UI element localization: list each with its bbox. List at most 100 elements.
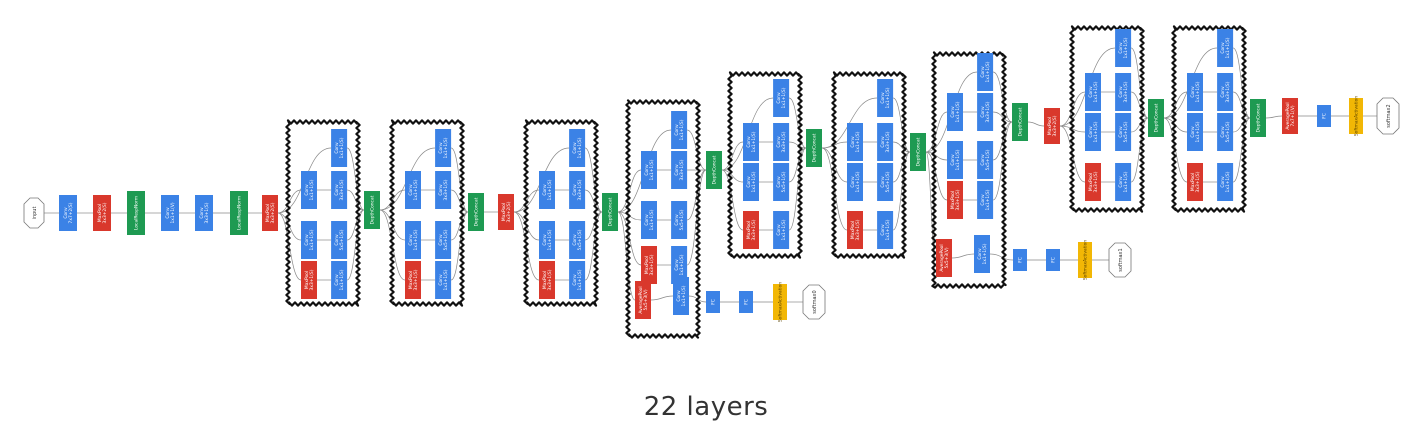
node-label: DepthConcat [1018,107,1024,136]
pool-node: MaxPool3x3+1(S) [1085,163,1101,201]
googlenet-diagram: input Conv7x7+2(S) MaxPool3x3+2(S) LocalRes… [23,25,1400,339]
conv-node: FC [1317,105,1331,127]
conv-node: Conv1x1+1(S) [301,171,317,209]
node-label: input [32,207,38,220]
io-node: input [23,197,45,229]
node-label: DepthConcat [812,133,818,162]
node-label: FC [711,299,717,305]
pool-node: MaxPool3x3+2(S) [498,194,514,230]
edge-line [788,147,807,231]
conv-node: Conv1x1+1(S) [405,221,421,259]
edge-line [1232,117,1251,183]
node-label: LocalRespNorm [134,196,140,230]
conv-node: Conv1x1+1(S) [539,171,555,209]
conv-node: Conv1x1+1(S) [743,163,759,201]
node-label: Conv1x1+1(S) [1088,81,1099,102]
node-label: LocalRespNorm [237,196,243,230]
node-label: Conv3x3+1(S) [776,131,787,152]
node-label: Conv3x3+1(S) [980,101,991,122]
node-label: Conv3x3+1(S) [199,202,210,223]
node-label: Conv1x1+1(S) [674,254,685,275]
inception-module-frame [931,51,1007,289]
node-label: Conv1x1+1(S) [674,119,685,140]
edge-line [821,141,848,149]
concat-node: LocalRespNorm [230,191,248,235]
pool-node: MaxPool3x3+1(S) [847,211,863,249]
node-label: Conv1x1+1(S) [304,229,315,250]
conv-node: Conv1x1+1(S) [773,79,790,117]
node-label: Conv1x1+1(S) [408,179,419,200]
caption-layer-count: 22 layers [643,392,769,422]
conv-node: FC [1013,249,1027,271]
node-label: softmax0 [812,290,818,313]
inception-module-frame [625,99,701,339]
node-label: Conv1x1+1(S) [1220,37,1231,58]
conv-node: Conv1x1+1(S) [569,261,586,299]
edge-line [925,151,948,161]
node-label: Conv1x1+1(S) [334,269,345,290]
node-label: Conv1x1+1(S) [1118,171,1129,192]
pool-node: AveragePool5x5+3(V) [635,281,651,319]
conv-node: Conv1x1+1(S) [641,201,657,239]
pool-node: MaxPool3x3+2(S) [1044,108,1060,144]
conv-node: Conv3x3+1(S) [1115,73,1132,111]
pool-node: MaxPool3x3+1(S) [405,261,421,299]
conv-node: Conv1x1+1(S) [947,93,963,131]
conv-node: Conv1x1+1(S) [641,151,657,189]
pool-node: MaxPool3x3+2(S) [262,195,278,231]
inception-module-frame [285,119,361,307]
node-label: Conv3x3+1(S) [880,131,891,152]
node-label: Conv1x1+1(S) [1220,171,1231,192]
node-label: Conv5x5+1(S) [334,229,345,250]
node-label: Conv1x1+1(S) [746,171,757,192]
io-node: softmax1 [1108,242,1132,278]
conv-node: Conv1x1+1(S) [1115,29,1132,67]
node-label: Conv1x1+1(S) [542,229,553,250]
conv-node: Conv1x1+1(S) [569,129,586,167]
node-label: Conv1x1+1(S) [572,269,583,290]
node-label: MaxPool3x3+2(S) [97,202,108,223]
node-label: Conv1x1+1(S) [644,159,655,180]
conv-node: Conv1x1+1(S) [331,261,348,299]
conv-node: Conv7x7+2(S) [59,195,77,231]
edge-line [346,147,365,211]
edge-line [686,169,707,221]
node-label: AveragePool5x5+3(V) [939,244,950,271]
node-label: Conv3x3+1(S) [1118,81,1129,102]
conv-node: Conv1x1+1(V) [161,195,179,231]
conv-node: Conv1x1+1(S) [1085,113,1101,151]
io-node: softmax2 [1376,97,1400,135]
node-label: AveragePool7x7+1(V) [1285,102,1296,129]
node-label: Conv5x5+1(S) [1118,121,1129,142]
edge-line [1027,121,1045,127]
node-label: Conv1x1+1(S) [438,269,449,290]
conv-node: Conv1x1+1(S) [671,111,688,149]
edge-line [989,253,1014,261]
edge-line [789,141,807,149]
node-label: MaxPool3x3+1(S) [950,189,961,210]
edge-line [721,169,744,231]
node-label: Conv1x1+1(S) [1088,121,1099,142]
softmax-node: SoftmaxActivation [773,282,787,322]
softmax-node: SoftmaxActivation [1078,240,1092,280]
pool-node: MaxPool3x3+1(S) [947,181,963,219]
node-label: Conv1x1+1(S) [977,243,988,264]
node-label: DepthConcat [608,197,614,226]
conv-node: Conv3x3+1(S) [671,151,688,189]
node-label: MaxPool3x3+2(S) [1047,115,1058,136]
edge-line [1232,47,1251,119]
node-label: Conv1x1+1(S) [438,137,449,158]
inception-module-frame [389,119,465,307]
edge-line [1130,91,1149,119]
conv-node: Conv1x1+1(S) [1187,73,1203,111]
edge-line [925,111,948,153]
pool-node: MaxPool3x3+1(S) [743,211,759,249]
conv-node: Conv3x3+1(S) [977,93,994,131]
node-label: FC [1051,257,1057,263]
node-label: DepthConcat [712,155,718,184]
pool-node: AveragePool5x5+3(V) [936,239,952,277]
conv-node: Conv1x1+1(S) [331,129,348,167]
edge-line [721,141,744,171]
node-label: MaxPool3x3+2(S) [501,201,512,222]
node-label: MaxPool3x3+1(S) [644,254,655,275]
